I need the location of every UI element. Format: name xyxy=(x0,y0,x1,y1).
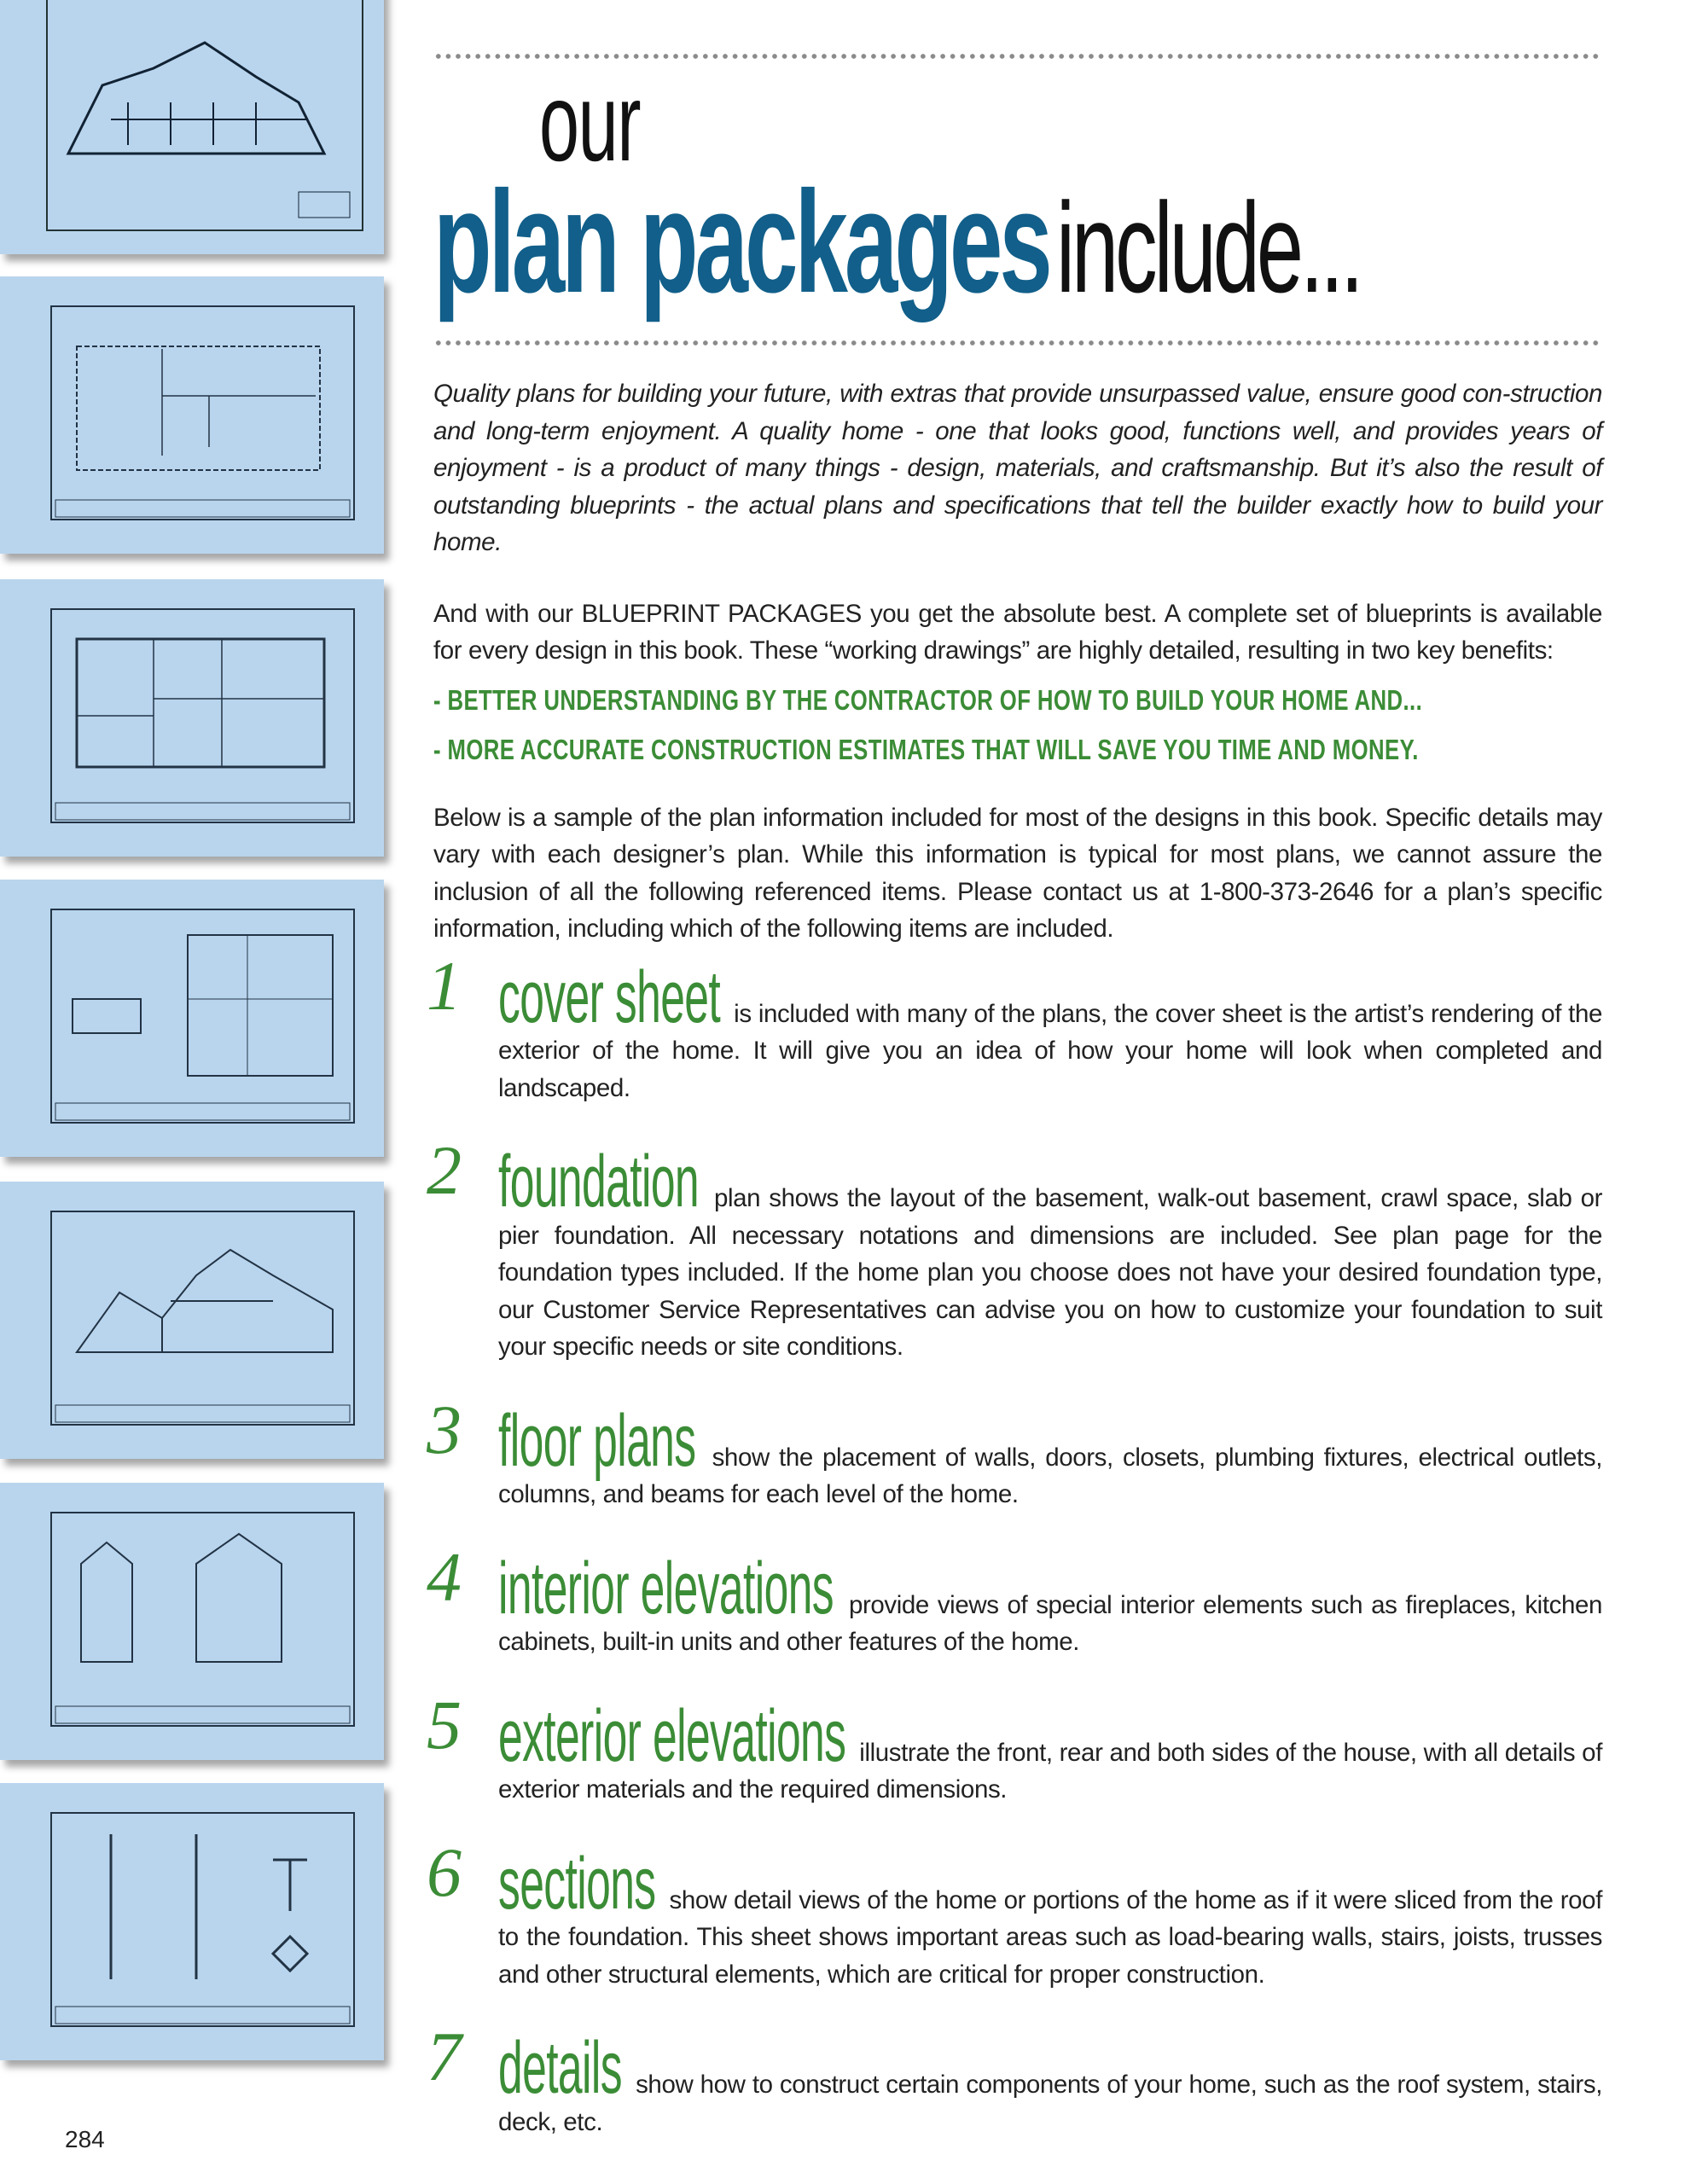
dotted-divider-bottom xyxy=(433,340,1602,346)
thumbnail-sections xyxy=(0,1483,384,1760)
item-heading: sections xyxy=(498,1842,656,1925)
item-text: plan shows the layout of the basement, w… xyxy=(498,1184,1602,1361)
thumbnail-cover-sheet xyxy=(0,0,384,254)
item-floor-plans: 3 floor plans show the placement of walls… xyxy=(427,1390,1602,1513)
thumbnail-foundation-plan xyxy=(0,276,384,554)
item-number: 2 xyxy=(427,1131,462,1209)
item-exterior-elevations: 5 exterior elevations illustrate the fron… xyxy=(427,1685,1602,1809)
item-cover-sheet: 1 cover sheet is included with many of th… xyxy=(427,946,1602,1107)
page-title: plan packagesinclude... xyxy=(433,161,1367,323)
item-heading: foundation xyxy=(498,1141,700,1223)
item-number: 3 xyxy=(427,1390,462,1468)
item-number: 1 xyxy=(427,946,462,1025)
sample-paragraph: Below is a sample of the plan informatio… xyxy=(433,803,1602,944)
item-heading: exterior elevations xyxy=(498,1694,846,1777)
item-text: provide views of special interior elemen… xyxy=(498,1590,1602,1657)
title-plan-packages: plan packages xyxy=(433,161,1053,323)
thumbnail-interior-elevations xyxy=(0,880,384,1157)
item-text: show how to construct certain components… xyxy=(498,2071,1602,2136)
item-number: 4 xyxy=(427,1537,462,1616)
item-number: 7 xyxy=(427,2018,462,2095)
benefit-1: - BETTER UNDERSTANDING BY THE CONTRACTOR… xyxy=(433,683,1423,716)
item-number: 6 xyxy=(427,1833,462,1911)
item-text: illustrate the front, rear and both side… xyxy=(498,1738,1602,1804)
thumbnail-exterior-elevations xyxy=(0,1182,384,1459)
item-heading: cover sheet xyxy=(498,956,721,1038)
item-heading: interior elevations xyxy=(498,1547,834,1629)
item-text: is included with many of the plans, the … xyxy=(498,999,1602,1102)
page-number: 284 xyxy=(65,2126,105,2152)
thumbnail-details xyxy=(0,1783,384,2060)
item-sections: 6 sections show detail views of the home … xyxy=(427,1833,1602,1994)
item-heading: details xyxy=(498,2027,623,2109)
dotted-divider-top xyxy=(433,53,1602,60)
thumbnail-floor-plan xyxy=(0,579,384,857)
title-our: our xyxy=(539,60,642,184)
item-text: show detail views of the home or portion… xyxy=(498,1885,1602,1989)
content-column: Quality plans for building your future, … xyxy=(427,375,1602,2140)
packages-paragraph: And with our BLUEPRINT PACKAGES you get … xyxy=(433,599,1602,665)
title-include: include... xyxy=(1055,176,1364,319)
benefit-2: - MORE ACCURATE CONSTRUCTION ESTIMATES T… xyxy=(433,733,1419,765)
intro-paragraph: Quality plans for building your future, … xyxy=(433,380,1602,556)
item-number: 5 xyxy=(427,1685,462,1763)
item-heading: floor plans xyxy=(498,1399,696,1482)
item-text: show the placement of walls, doors, clos… xyxy=(498,1443,1602,1509)
